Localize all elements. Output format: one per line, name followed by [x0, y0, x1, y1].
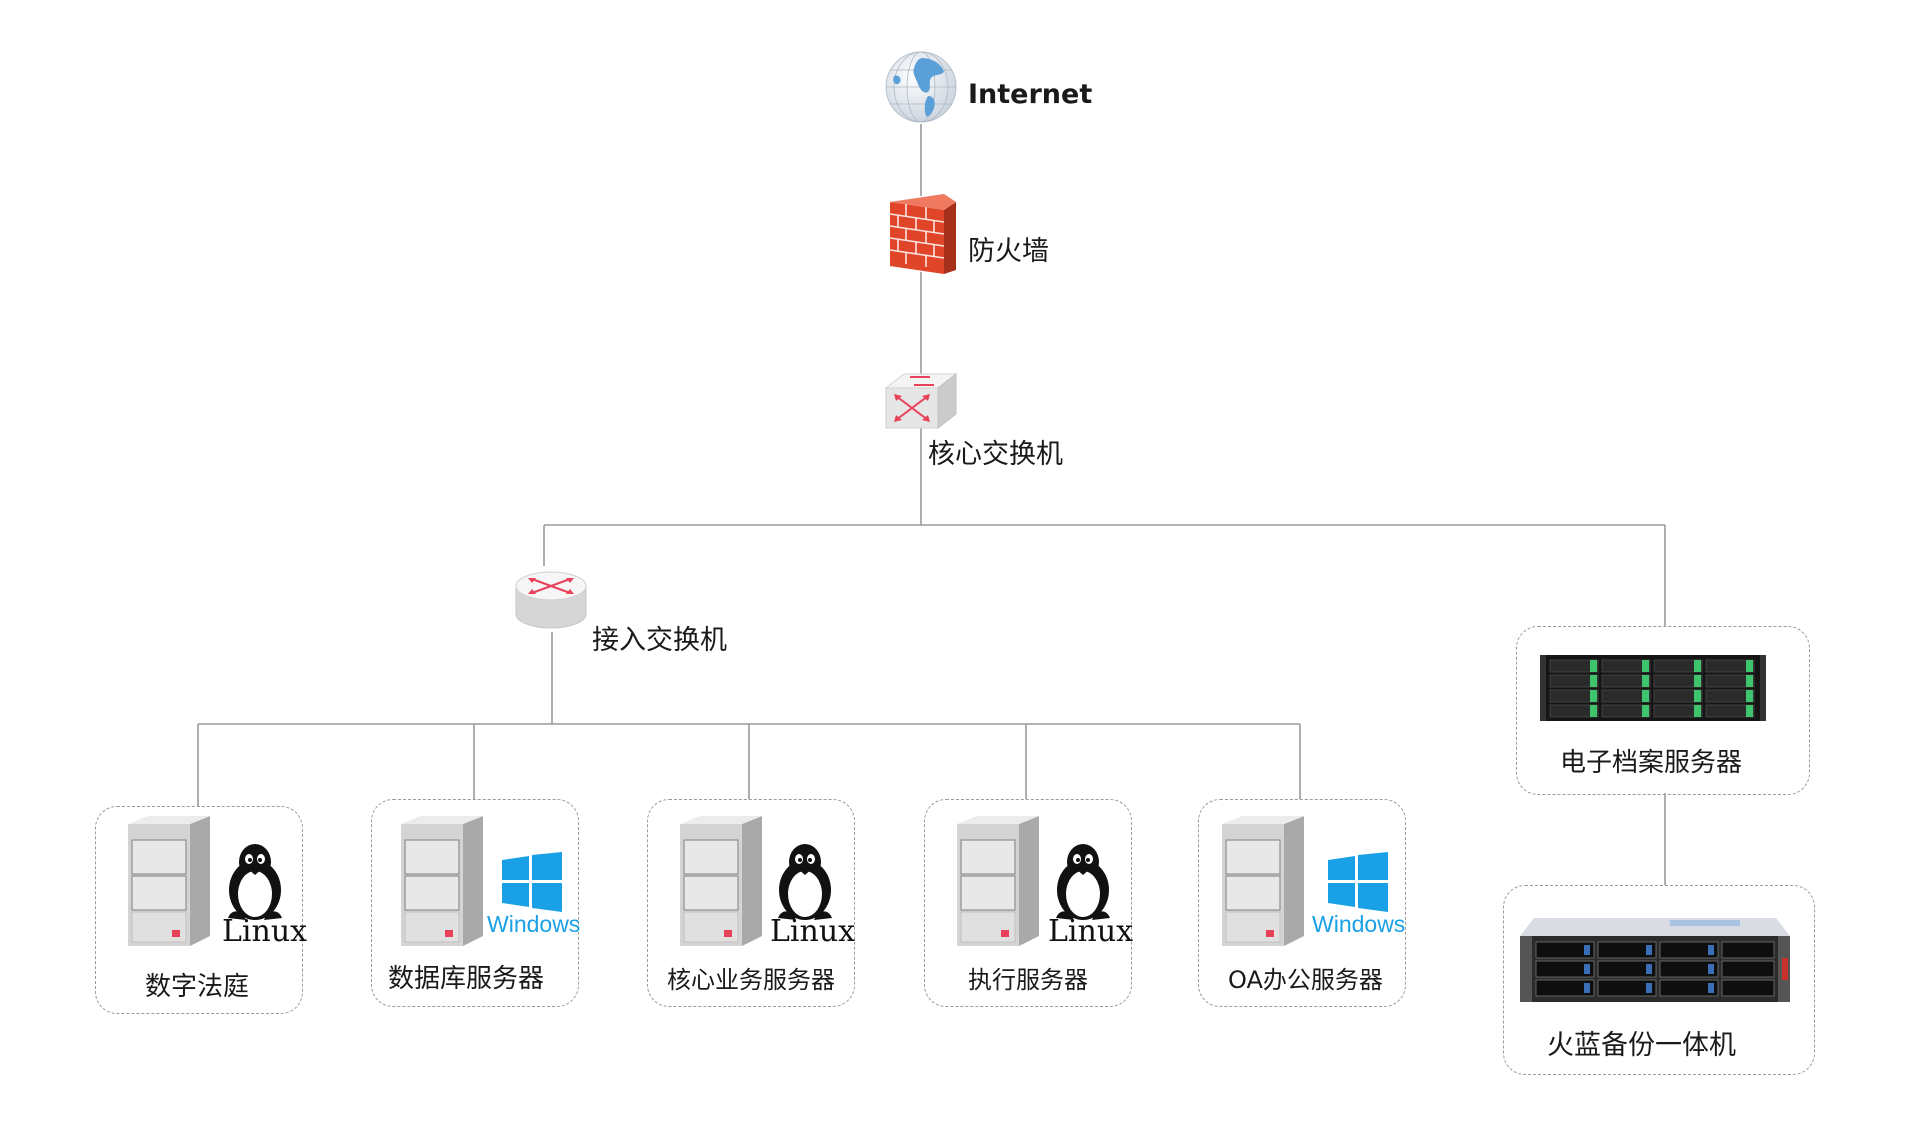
- os-label-windows: Windows: [487, 911, 581, 937]
- archive-server-box: [1516, 626, 1810, 795]
- firewall-icon: [889, 194, 956, 274]
- os-label-windows: Windows: [1312, 911, 1406, 937]
- server-label-execution: 执行服务器: [968, 966, 1088, 994]
- os-label-linux: Linux: [222, 914, 308, 949]
- backup-machine-label: 火蓝备份一体机: [1547, 1030, 1736, 1061]
- server-label-digital-court: 数字法庭: [145, 972, 250, 1002]
- internet-label: Internet: [968, 79, 1093, 110]
- server-tower-icon: [957, 816, 1039, 946]
- server-box-core-business: [647, 799, 855, 1007]
- linux-penguin-icon: [778, 844, 832, 920]
- windows-logo-icon: [1328, 852, 1388, 912]
- server-tower-icon: [680, 816, 762, 946]
- access-switch-icon: [515, 571, 587, 629]
- globe-icon: [885, 51, 957, 123]
- firewall-label: 防火墙: [968, 236, 1049, 267]
- server-label-database: 数据库服务器: [388, 964, 545, 994]
- access-switch-label: 接入交换机: [592, 625, 727, 656]
- core-switch-label: 核心交换机: [928, 439, 1063, 470]
- server-label-oa: OA办公服务器: [1228, 966, 1383, 994]
- windows-logo-icon: [502, 852, 562, 912]
- archive-server-label: 电子档案服务器: [1560, 748, 1743, 778]
- server-tower-icon: [401, 816, 483, 946]
- server-tower-icon: [1222, 816, 1304, 946]
- linux-penguin-icon: [1056, 844, 1110, 920]
- server-box-database: [371, 799, 579, 1007]
- os-label-linux: Linux: [770, 914, 856, 949]
- backup-machine-box: [1503, 885, 1815, 1075]
- server-tower-icon: [128, 816, 210, 946]
- core-switch-icon: [884, 372, 958, 430]
- os-label-linux: Linux: [1048, 914, 1134, 949]
- server-label-core-business: 核心业务服务器: [667, 966, 835, 994]
- server-box-oa: [1198, 799, 1406, 1007]
- linux-penguin-icon: [228, 844, 282, 920]
- archive-server-icon: [1540, 655, 1766, 721]
- server-box-digital-court: [95, 806, 303, 1014]
- backup-machine-icon: [1520, 918, 1790, 1002]
- server-box-execution: [924, 799, 1132, 1007]
